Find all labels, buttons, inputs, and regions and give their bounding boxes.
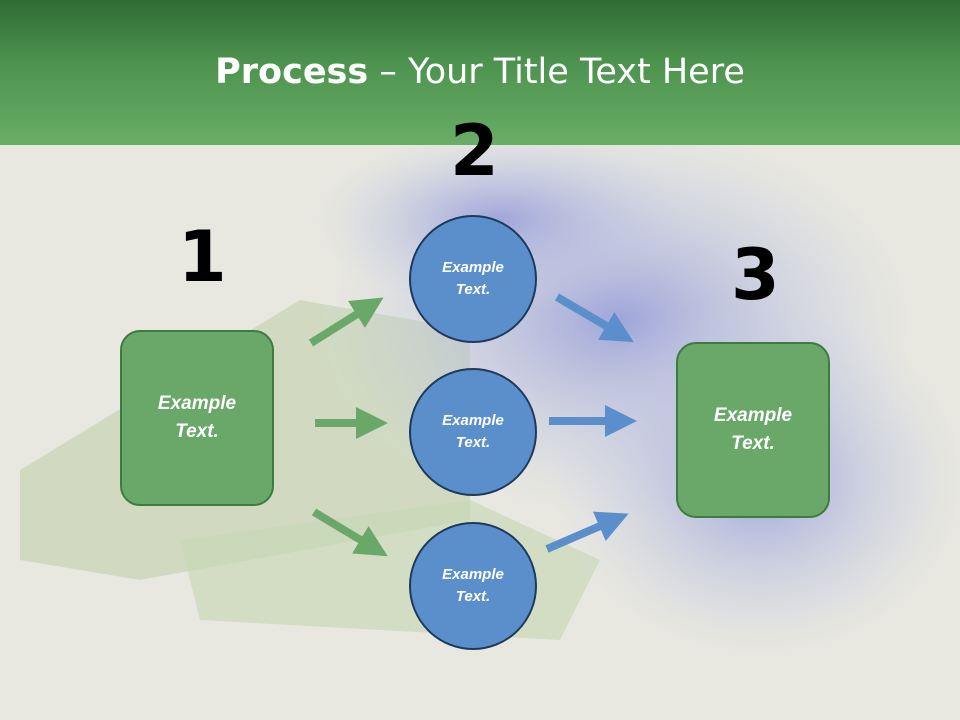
step-3-text-line2: Text.	[731, 433, 775, 454]
title-rest: – Your Title Text Here	[368, 52, 745, 92]
circle-mid-text-line1: Example	[442, 411, 504, 429]
circle-mid-text-line2: Text.	[455, 434, 491, 451]
step-1-text-line1: Example	[157, 392, 237, 414]
circle-top-text-line1: Example	[442, 258, 504, 276]
step-1-text-line2: Text.	[175, 421, 219, 442]
slide-title: Process – Your Title Text Here	[0, 52, 960, 92]
title-bold-word: Process	[215, 52, 369, 92]
step-number-1: 1	[178, 216, 227, 298]
circle-bottom-text-line2: Text.	[455, 588, 491, 605]
step-number-3: 3	[731, 234, 780, 316]
circle-top-text-line2: Text.	[455, 281, 491, 298]
arrow-from-bottom-circle	[545, 511, 629, 553]
circle-bottom-text-line1: Example	[442, 565, 504, 583]
arrow-from-top-circle	[554, 293, 634, 343]
step-number-2: 2	[450, 110, 499, 192]
title-bar: Process – Your Title Text Here	[0, 0, 960, 145]
arrow-to-bottom-circle	[311, 508, 388, 557]
step-3-text-line1: Example	[713, 404, 793, 426]
arrow-to-top-circle	[308, 297, 384, 347]
